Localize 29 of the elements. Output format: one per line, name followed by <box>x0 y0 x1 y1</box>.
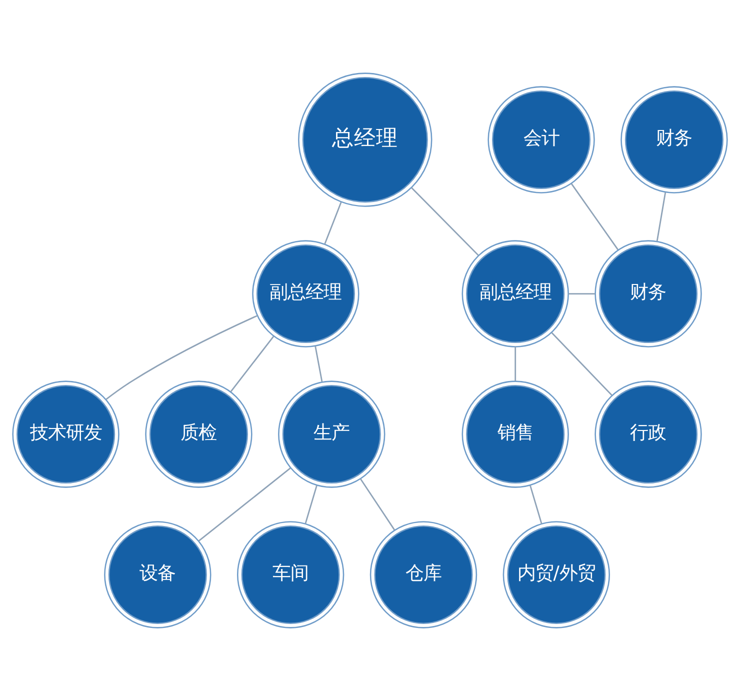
connector <box>324 201 342 244</box>
connector <box>410 186 479 256</box>
connector <box>230 335 274 392</box>
node-circle: 财务 <box>620 86 728 193</box>
node-circle: 副总经理 <box>462 240 569 347</box>
connector <box>360 478 396 530</box>
connector <box>314 345 323 382</box>
node-circle: 会计 <box>488 86 595 193</box>
node-circle: 内贸/外贸 <box>502 520 610 628</box>
connector <box>514 346 516 380</box>
node-circle: 总经理 <box>298 72 432 206</box>
node-circle: 技术研发 <box>12 380 120 488</box>
node-circle: 销售 <box>462 380 569 488</box>
connector <box>570 182 619 250</box>
node-circle: 行政 <box>594 380 702 488</box>
connector <box>304 484 318 524</box>
node-circle: 仓库 <box>370 520 478 628</box>
connector <box>198 467 291 542</box>
node-circle: 财务 <box>594 240 702 347</box>
connector <box>551 332 612 396</box>
node-circle: 副总经理 <box>252 240 360 347</box>
connector <box>106 314 258 400</box>
node-circle: 质检 <box>145 380 252 488</box>
connector <box>568 292 596 294</box>
connector <box>656 192 666 241</box>
connector <box>530 484 542 524</box>
node-circle: 生产 <box>278 380 386 488</box>
node-circle: 车间 <box>236 520 344 628</box>
node-circle: 设备 <box>104 520 212 628</box>
